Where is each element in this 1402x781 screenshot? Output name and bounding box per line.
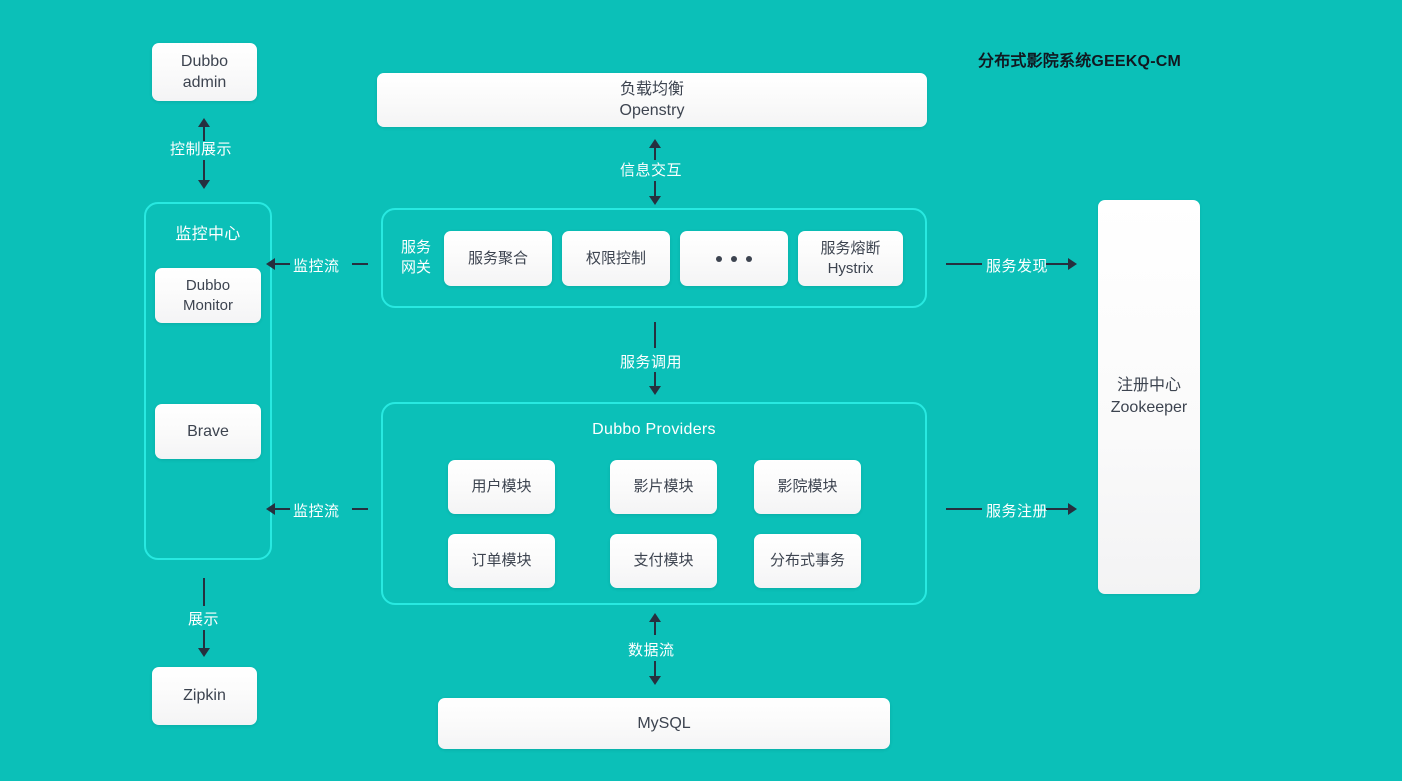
group-service-gateway-label-line1: 服务: [400, 239, 431, 256]
data-flow-arrow-down-icon: [649, 676, 661, 685]
edge-label-monitor-flow-bottom: 监控流: [293, 503, 340, 520]
service-call-arrow-down-icon: [649, 386, 661, 395]
node-load-balancer[interactable]: 负载均衡 Openstry: [377, 73, 927, 127]
node-zipkin-label: Zipkin: [183, 687, 226, 705]
group-service-gateway-label-line2: 网关: [400, 259, 431, 277]
node-dubbo-admin[interactable]: Dubbo admin: [152, 43, 257, 101]
monitor-flow-top-arrow-left-icon: [266, 258, 275, 270]
info-exchange-arrow-down-icon: [649, 196, 661, 205]
node-provider-module-order[interactable]: 订单模块: [448, 534, 555, 588]
data-flow-arrow-up-icon: [649, 613, 661, 622]
display-line-lower: [203, 630, 205, 648]
node-dubbo-monitor[interactable]: Dubbo Monitor: [155, 268, 261, 323]
node-provider-module-cinema[interactable]: 影院模块: [754, 460, 861, 514]
node-brave-label: Brave: [187, 422, 229, 440]
node-provider-module-4-label: 订单模块: [471, 552, 532, 570]
service-call-line-lower: [654, 372, 656, 386]
monitor-flow-bottom-line-left: [275, 508, 290, 510]
node-provider-module-distributed-transaction[interactable]: 分布式事务: [754, 534, 861, 588]
control-display-line-upper: [203, 127, 205, 141]
edge-label-monitor-flow-top: 监控流: [293, 258, 340, 275]
edge-label-service-call: 服务调用: [620, 354, 683, 371]
node-mysql[interactable]: MySQL: [438, 698, 890, 749]
node-load-balancer-line1: 负载均衡: [619, 80, 684, 98]
group-monitor-center-title: 监控中心: [175, 226, 241, 243]
page-title: 分布式影院系统GEEKQ-CM: [978, 53, 1182, 70]
control-display-line-lower: [203, 160, 205, 180]
node-gateway-item-4-line1: 服务熔断: [820, 239, 881, 257]
node-gateway-item-service-aggregation[interactable]: 服务聚合: [444, 231, 552, 286]
info-exchange-arrow-up-icon: [649, 139, 661, 148]
group-monitor-center: [144, 202, 272, 560]
group-dubbo-providers-title: Dubbo Providers: [592, 421, 716, 438]
node-zipkin[interactable]: Zipkin: [152, 667, 257, 725]
group-dubbo-providers: [381, 402, 927, 605]
monitor-flow-top-line-right: [352, 263, 368, 265]
node-load-balancer-line2: Openstry: [619, 102, 685, 119]
monitor-flow-top-line-left: [275, 263, 290, 265]
data-flow-line-lower: [654, 661, 656, 676]
group-service-gateway-label: 服务 网关: [396, 238, 436, 279]
node-provider-module-6-label: 分布式事务: [769, 552, 845, 570]
node-provider-module-1-label: 用户模块: [471, 478, 532, 496]
node-provider-module-payment[interactable]: 支付模块: [610, 534, 717, 588]
node-provider-module-user[interactable]: 用户模块: [448, 460, 555, 514]
info-exchange-line-upper: [654, 148, 656, 160]
group-service-gateway: [381, 208, 927, 308]
data-flow-line-upper: [654, 622, 656, 635]
info-exchange-line-lower: [654, 181, 656, 196]
node-gateway-item-hystrix[interactable]: 服务熔断 Hystrix: [798, 231, 903, 286]
edge-label-data-flow: 数据流: [628, 642, 675, 659]
node-registry-center-zookeeper[interactable]: 注册中心 Zookeeper: [1098, 200, 1200, 594]
edge-label-service-discovery: 服务发现: [986, 258, 1049, 275]
service-registry-line-right: [1046, 508, 1068, 510]
service-discovery-line-left: [946, 263, 982, 265]
node-gateway-item-2-line1: 权限控制: [585, 249, 646, 267]
node-gateway-item-4-line2: Hystrix: [827, 259, 874, 277]
node-mysql-label: MySQL: [637, 714, 691, 732]
service-registry-line-left: [946, 508, 982, 510]
node-gateway-item-1-line1: 服务聚合: [467, 249, 528, 267]
service-call-line-upper: [654, 322, 656, 348]
monitor-flow-bottom-arrow-left-icon: [266, 503, 275, 515]
service-discovery-line-right: [1046, 263, 1068, 265]
node-provider-module-3-label: 影院模块: [777, 478, 838, 496]
node-dubbo-monitor-line2: Monitor: [182, 296, 234, 314]
service-registry-arrow-right-icon: [1068, 503, 1077, 515]
control-display-arrow-down-icon: [198, 180, 210, 189]
service-discovery-arrow-right-icon: [1068, 258, 1077, 270]
edge-label-info-exchange: 信息交互: [620, 162, 683, 179]
node-gateway-item-more[interactable]: [680, 231, 788, 286]
monitor-flow-bottom-line-right: [352, 508, 368, 510]
ellipsis-icon: [716, 255, 752, 262]
node-brave[interactable]: Brave: [155, 404, 261, 459]
node-dubbo-monitor-line1: Dubbo: [185, 276, 231, 294]
edge-label-service-registry: 服务注册: [986, 503, 1049, 520]
node-registry-center-line1: 注册中心: [1116, 377, 1181, 395]
node-registry-center-line2: Zookeeper: [1110, 399, 1188, 416]
edge-label-display: 展示: [188, 611, 220, 628]
display-arrow-down-icon: [198, 648, 210, 657]
control-display-arrow-up-icon: [198, 118, 210, 127]
display-line-upper: [203, 578, 205, 606]
node-dubbo-admin-line2: admin: [182, 74, 227, 91]
edge-label-control-display: 控制展示: [170, 141, 233, 158]
node-provider-module-2-label: 影片模块: [633, 478, 694, 496]
node-dubbo-admin-line1: Dubbo: [180, 52, 229, 70]
node-provider-module-5-label: 支付模块: [633, 552, 694, 570]
node-provider-module-film[interactable]: 影片模块: [610, 460, 717, 514]
node-gateway-item-permission-control[interactable]: 权限控制: [562, 231, 670, 286]
